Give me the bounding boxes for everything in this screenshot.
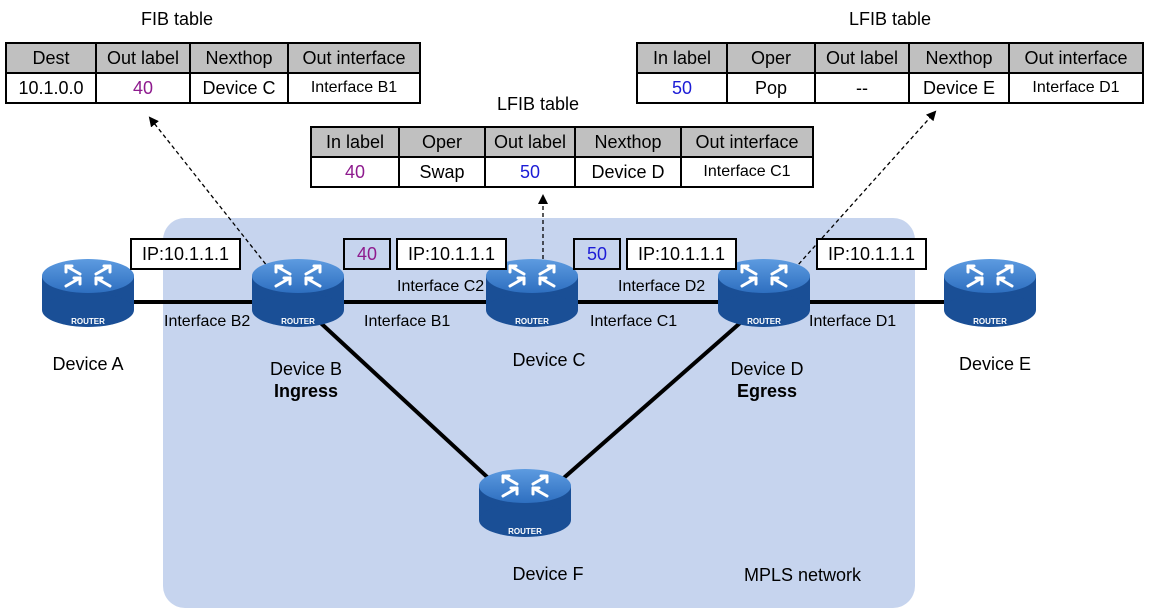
device-name: Device E bbox=[958, 354, 1032, 374]
packet-ip: IP:10.1.1.1 bbox=[816, 238, 928, 270]
arrow-d-to-lfib bbox=[779, 110, 937, 286]
device-c-label: Device C bbox=[512, 349, 585, 371]
arrow-b-to-fib bbox=[148, 116, 284, 287]
lfib-c-table-title: LFIB table bbox=[496, 94, 580, 114]
fib-table-title: FIB table bbox=[140, 9, 214, 29]
device-name: Device D bbox=[730, 359, 804, 379]
lfib-c-header-oper: Oper bbox=[398, 126, 486, 158]
packet-a-b: IP:10.1.1.1 bbox=[130, 238, 242, 270]
packet-label: 40 bbox=[343, 238, 391, 270]
fib-table: Dest Out label Nexthop Out interface 10.… bbox=[5, 42, 421, 104]
packet-label: 50 bbox=[573, 238, 621, 270]
interface-d2-label: Interface D2 bbox=[618, 278, 706, 295]
packet-ip: IP:10.1.1.1 bbox=[130, 238, 242, 270]
device-name: Device A bbox=[52, 354, 124, 374]
device-name: Device C bbox=[512, 350, 586, 370]
device-b-label: Device B Ingress bbox=[270, 358, 342, 402]
device-a-label: Device A bbox=[52, 353, 123, 375]
device-d-label: Device D Egress bbox=[730, 358, 803, 402]
lfib-c-header-in-label: In label bbox=[310, 126, 400, 158]
router-icon-e: ROUTER bbox=[942, 257, 1038, 329]
packet-d-e: IP:10.1.1.1 bbox=[816, 238, 928, 270]
device-f-label: Device F bbox=[512, 563, 583, 585]
packet-ip: IP:10.1.1.1 bbox=[396, 238, 508, 270]
interface-c1-label: Interface C1 bbox=[590, 313, 678, 330]
lfib-c-cell-out-label: 50 bbox=[484, 156, 576, 188]
lfib-d-cell-nexthop: Device E bbox=[908, 72, 1010, 104]
router-icon-f: ROUTER bbox=[477, 467, 573, 539]
router-text: ROUTER bbox=[71, 317, 105, 326]
device-role: Egress bbox=[736, 381, 798, 401]
lfib-c-cell-out-interface: Interface C1 bbox=[680, 156, 814, 188]
lfib-c-header-nexthop: Nexthop bbox=[574, 126, 682, 158]
router-icon-b: ROUTER bbox=[250, 257, 346, 329]
link-d-f bbox=[523, 300, 766, 514]
device-e-label: Device E bbox=[959, 353, 1031, 375]
fib-cell-out-interface: Interface B1 bbox=[287, 72, 421, 104]
packet-b-c: 40 IP:10.1.1.1 bbox=[343, 238, 508, 270]
lfib-d-cell-oper: Pop bbox=[726, 72, 816, 104]
lfib-c-cell-in-label: 40 bbox=[310, 156, 400, 188]
packet-ip: IP:10.1.1.1 bbox=[626, 238, 738, 270]
lfib-d-header-in-label: In label bbox=[636, 42, 728, 74]
fib-header-out-label: Out label bbox=[95, 42, 191, 74]
lfib-c-header-out-interface: Out interface bbox=[680, 126, 814, 158]
lfib-c-cell-nexthop: Device D bbox=[574, 156, 682, 188]
device-role: Ingress bbox=[273, 381, 339, 401]
fib-header-out-interface: Out interface bbox=[287, 42, 421, 74]
router-text: ROUTER bbox=[747, 317, 781, 326]
packet-c-d: 50 IP:10.1.1.1 bbox=[573, 238, 738, 270]
router-icon-c: ROUTER bbox=[484, 257, 580, 329]
lfib-d-header-out-label: Out label bbox=[814, 42, 910, 74]
router-text: ROUTER bbox=[973, 317, 1007, 326]
fib-cell-dest: 10.1.0.0 bbox=[5, 72, 97, 104]
lfib-d-header-nexthop: Nexthop bbox=[908, 42, 1010, 74]
router-icon-d: ROUTER bbox=[716, 257, 812, 329]
device-name: Device B bbox=[269, 359, 343, 379]
router-text: ROUTER bbox=[281, 317, 315, 326]
interface-b2-label: Interface B2 bbox=[164, 313, 251, 330]
device-name: Device F bbox=[512, 564, 584, 584]
lfib-d-cell-in-label: 50 bbox=[636, 72, 728, 104]
fib-cell-nexthop: Device C bbox=[189, 72, 289, 104]
lfib-c-table: In label Oper Out label Nexthop Out inte… bbox=[310, 126, 814, 188]
lfib-d-table: In label Oper Out label Nexthop Out inte… bbox=[636, 42, 1144, 104]
router-text: ROUTER bbox=[515, 317, 549, 326]
lfib-d-table-title: LFIB table bbox=[848, 9, 932, 29]
interface-d1-label: Interface D1 bbox=[809, 313, 897, 330]
fib-header-dest: Dest bbox=[5, 42, 97, 74]
lfib-d-cell-out-interface: Interface D1 bbox=[1008, 72, 1144, 104]
lfib-d-cell-out-label: -- bbox=[814, 72, 910, 104]
lfib-c-header-out-label: Out label bbox=[484, 126, 576, 158]
lfib-d-header-oper: Oper bbox=[726, 42, 816, 74]
interface-b1-label: Interface B1 bbox=[364, 313, 451, 330]
interface-c2-label: Interface C2 bbox=[397, 278, 485, 295]
fib-header-nexthop: Nexthop bbox=[189, 42, 289, 74]
router-text: ROUTER bbox=[508, 527, 542, 536]
router-icon-a: ROUTER bbox=[40, 257, 136, 329]
lfib-c-cell-oper: Swap bbox=[398, 156, 486, 188]
mpls-network-label: MPLS network bbox=[744, 565, 862, 585]
fib-cell-out-label: 40 bbox=[95, 72, 191, 104]
lfib-d-header-out-interface: Out interface bbox=[1008, 42, 1144, 74]
